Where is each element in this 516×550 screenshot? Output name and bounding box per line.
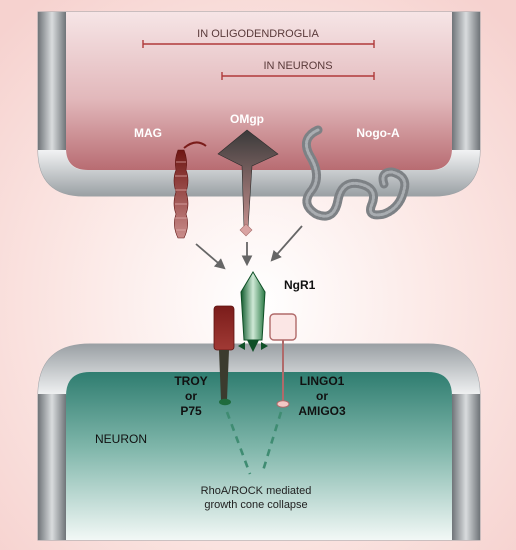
oligo-cytoplasm [66,12,452,170]
neuron-cell [37,343,481,541]
range-label-neurons: IN NEURONS [263,60,332,72]
neuron-membrane-top [38,344,480,396]
neuron-membrane-right-wall [452,394,480,540]
neuron-label: NEURON [95,432,147,446]
omgp-label: OMgp [230,112,264,126]
lingo1-amigo3-coreceptor [269,313,297,408]
troy-label-group: TROY or P75 [174,374,207,418]
range-label-oligodendroglia: IN OLIGODENDROGLIA [197,28,319,40]
omgp-ligand [217,129,279,237]
mag-ligand [173,141,207,239]
nogo-arrow [270,225,303,262]
expression-ranges: IN OLIGODENDROGLIA IN NEURONS [142,28,375,80]
troy-label: TROY [174,374,207,388]
p75-label: P75 [180,404,202,418]
troy-signal-dash [225,411,252,475]
troy-or-label: or [185,389,197,403]
lingo-label-group: LINGO1 or AMIGO3 [298,374,346,418]
outcome-line-1: RhoA/ROCK mediated [201,485,312,497]
lingo1-label: LINGO1 [300,374,345,388]
signaling-dashes [225,411,283,475]
neuron-membrane-left-wall [38,394,66,540]
troy-p75-coreceptor [213,305,235,406]
ngr1-label: NgR1 [284,278,316,292]
lingo-signal-dash [260,411,283,475]
lingo-or-label: or [316,389,328,403]
mag-label: MAG [134,126,162,140]
ngr1-receptor [238,271,268,352]
nogo-a-label: Nogo-A [356,126,400,140]
neuron-cytoplasm [66,372,452,540]
outcome-line-2: growth cone collapse [204,499,307,511]
amigo3-label: AMIGO3 [298,404,346,418]
mag-arrow [195,243,226,270]
oligo-membrane-left-wall [38,12,66,152]
oligo-membrane-right-wall [452,12,480,152]
nogo-a-ligand [301,125,410,221]
binding-arrows [195,225,303,270]
